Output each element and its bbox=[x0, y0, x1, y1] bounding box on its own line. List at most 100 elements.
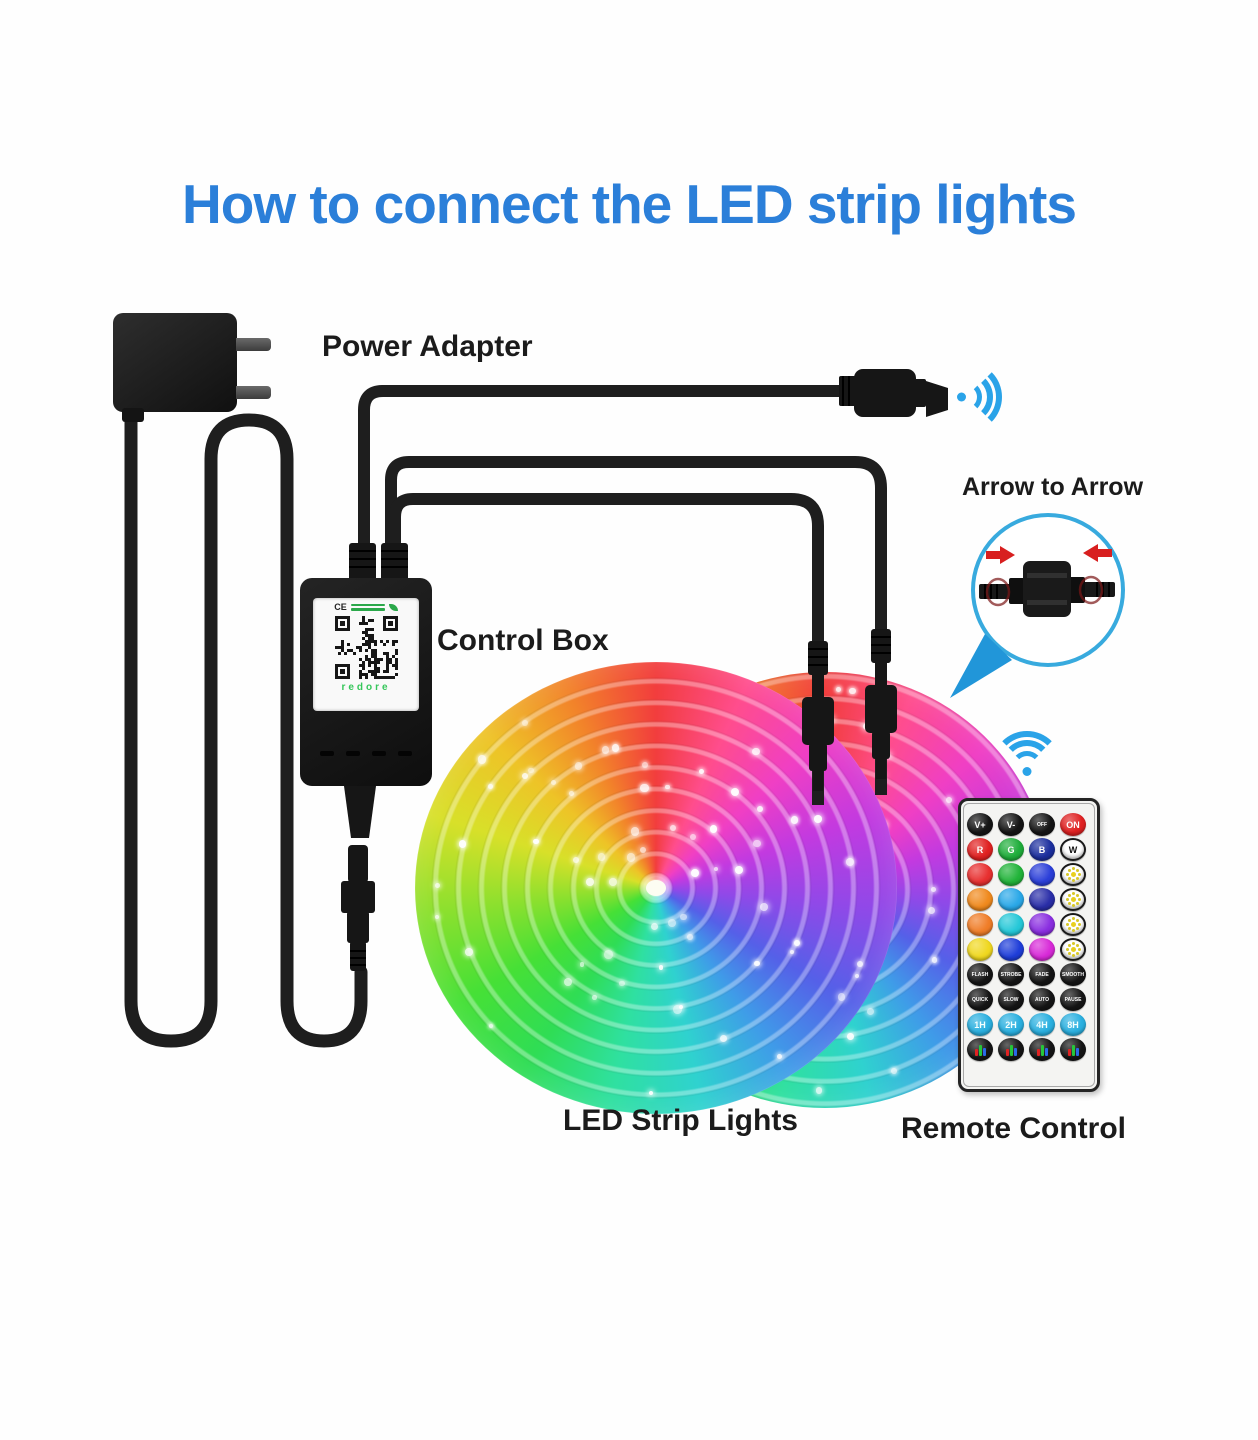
led-glow-dot bbox=[592, 995, 597, 1000]
remote-key-color-5-0 bbox=[967, 938, 993, 961]
power-adapter-label: Power Adapter bbox=[322, 330, 533, 363]
remote-key-color-4-2 bbox=[1029, 913, 1055, 936]
remote-key-led-2-3 bbox=[1060, 863, 1086, 886]
led-coil-front bbox=[415, 662, 897, 1114]
led-glow-dot bbox=[641, 762, 648, 769]
led-glow-dot bbox=[669, 824, 677, 832]
led-glow-dot bbox=[752, 747, 760, 756]
led-glow-dot bbox=[699, 769, 705, 775]
remote-key-music-9-1 bbox=[998, 1038, 1024, 1061]
led-glow-dot bbox=[572, 856, 579, 863]
led-glow-dot bbox=[458, 840, 467, 848]
led-glow-dot bbox=[667, 919, 676, 928]
leaf-icon bbox=[388, 603, 398, 611]
remote-key-color-3-1 bbox=[998, 888, 1024, 911]
led-glow-dot bbox=[568, 790, 574, 796]
led-glow-dot bbox=[885, 753, 890, 758]
led-glow-dot bbox=[601, 746, 609, 754]
led-glow-dot bbox=[580, 962, 585, 967]
control-box: CE redore bbox=[300, 578, 432, 786]
remote-key-color-3-0 bbox=[967, 888, 993, 911]
led-glow-dot bbox=[678, 1004, 684, 1010]
led-glow-dot bbox=[680, 913, 687, 920]
led-glow-dot bbox=[931, 957, 938, 963]
remote-key-pause: PAUSE bbox=[1060, 988, 1086, 1011]
remote-key-color-2-0 bbox=[967, 863, 993, 886]
led-glow-dot bbox=[753, 839, 761, 848]
coil-center-hole bbox=[646, 880, 666, 896]
remote-key-smooth: SMOOTH bbox=[1060, 963, 1086, 986]
power-adapter bbox=[113, 313, 237, 412]
remote-key-color-5-1 bbox=[998, 938, 1024, 961]
music-bars-icon bbox=[1005, 1044, 1017, 1056]
music-bars-icon bbox=[974, 1044, 986, 1056]
adapter-strain-relief bbox=[122, 408, 144, 422]
page-title: How to connect the LED strip lights bbox=[182, 173, 1077, 235]
led-glow-dot bbox=[640, 783, 649, 792]
led-glow-dot bbox=[673, 1004, 683, 1014]
led-glow-dot bbox=[754, 961, 760, 967]
led-glow-dot bbox=[648, 1090, 653, 1095]
remote-key-color-2-2 bbox=[1029, 863, 1055, 886]
led-glow-dot bbox=[946, 797, 953, 804]
remote-key-led-5-3 bbox=[1060, 938, 1086, 961]
remote-key-color-3-2 bbox=[1029, 888, 1055, 911]
led-glow-dot bbox=[478, 755, 487, 764]
led-glow-dot bbox=[735, 866, 743, 875]
led-glow-dot bbox=[826, 716, 834, 723]
remote-key-v: V- bbox=[998, 813, 1024, 836]
led-glow-dot bbox=[640, 846, 647, 853]
led-glow-dot bbox=[880, 772, 885, 778]
led-glow-dot bbox=[435, 914, 440, 920]
led-glow-dot bbox=[794, 940, 800, 947]
control-box-plugs bbox=[349, 543, 408, 581]
led-glow-dot bbox=[862, 722, 870, 730]
led-glow-dot bbox=[626, 853, 636, 862]
led-glow-dot bbox=[630, 827, 640, 836]
led-glow-dot bbox=[487, 783, 493, 789]
led-glow-dot bbox=[689, 833, 696, 840]
remote-key-auto: AUTO bbox=[1029, 988, 1055, 1011]
remote-key-g: G bbox=[998, 838, 1024, 861]
led-glow-dot bbox=[930, 887, 936, 893]
remote-key-v: V+ bbox=[967, 813, 993, 836]
plug-prong-top bbox=[236, 338, 271, 351]
led-glow-dot bbox=[608, 878, 617, 887]
remote-key-color-4-0 bbox=[967, 913, 993, 936]
remote-control-label: Remote Control bbox=[901, 1112, 1126, 1145]
remote-key-color-2-1 bbox=[998, 863, 1024, 886]
led-glow-dot bbox=[528, 767, 534, 773]
led-glow-dot bbox=[713, 867, 718, 872]
led-glow-dot bbox=[709, 825, 717, 833]
spec-text-lines bbox=[350, 603, 385, 611]
remote-key-slow: SLOW bbox=[998, 988, 1024, 1011]
led-glow-dot bbox=[586, 878, 594, 886]
remote-key-quick: QUICK bbox=[967, 988, 993, 1011]
plug-prong-bottom bbox=[236, 386, 271, 399]
remote-key-music-9-2 bbox=[1029, 1038, 1055, 1061]
arrow-to-arrow-label: Arrow to Arrow bbox=[962, 473, 1144, 501]
led-glow-dot bbox=[855, 973, 860, 978]
remote-key-led-3-3 bbox=[1060, 888, 1086, 911]
led-glow-dot bbox=[867, 1007, 875, 1015]
led-glow-dot bbox=[597, 853, 606, 861]
led-glow-dot bbox=[533, 838, 539, 845]
led-glow-dot bbox=[619, 981, 625, 987]
control-box-label-text: Control Box bbox=[437, 624, 609, 657]
remote-key-led-4-3 bbox=[1060, 913, 1086, 936]
remote-key-color-5-2 bbox=[1029, 938, 1055, 961]
led-glow-dot bbox=[891, 1068, 898, 1075]
music-bars-icon bbox=[1036, 1044, 1048, 1056]
led-glow-dot bbox=[837, 993, 846, 1002]
signal-cable bbox=[358, 385, 843, 565]
led-glow-dot bbox=[846, 858, 855, 867]
brand-text: redore bbox=[341, 682, 391, 693]
led-glow-dot bbox=[551, 779, 557, 785]
remote-frame bbox=[963, 803, 1095, 1087]
remote-key-music-9-3 bbox=[1060, 1038, 1086, 1061]
vent-slots bbox=[320, 751, 412, 756]
remote-key-on: ON bbox=[1060, 813, 1086, 836]
led-glow-dot bbox=[658, 964, 664, 970]
led-glow-dot bbox=[522, 772, 528, 779]
